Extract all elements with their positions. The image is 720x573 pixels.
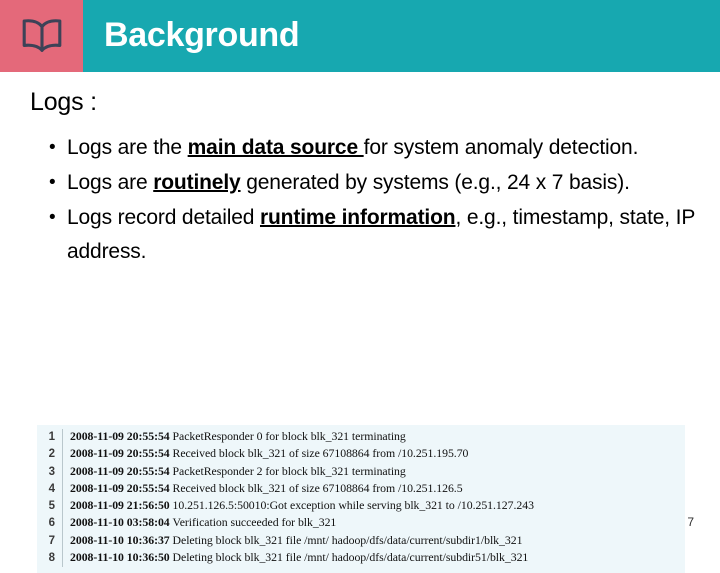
log-row: 4 2008-11-09 20:55:54 Received block blk_… xyxy=(37,480,685,499)
log-timestamp: 2008-11-09 21:56:50 xyxy=(70,498,173,513)
plain-phrase: Logs are the xyxy=(67,136,188,159)
log-line-number: 1 xyxy=(48,431,55,443)
log-row: 2 2008-11-09 20:55:54 Received block blk_… xyxy=(37,446,685,464)
log-message: Received block blk_321 of size 67108864 … xyxy=(172,446,469,461)
plain-phrase: Logs record detailed xyxy=(67,206,260,229)
bullet-marker-icon: • xyxy=(49,207,56,228)
log-line-number: 5 xyxy=(48,500,55,513)
log-entry-text: 2008-11-09 21:56:50 10.251.126.5:50010:G… xyxy=(70,498,685,513)
log-sample-table: 1 2008-11-09 20:55:54 PacketResponder 0 f… xyxy=(37,425,685,573)
log-timestamp: 2008-11-10 03:58:04 xyxy=(70,515,173,530)
header-band: Background xyxy=(83,0,720,72)
log-entry-text: 2008-11-09 20:55:54 PacketResponder 2 fo… xyxy=(70,464,685,479)
log-column-divider xyxy=(62,446,63,464)
bullet-marker-icon: • xyxy=(49,172,56,193)
log-line-number: 4 xyxy=(48,482,55,495)
log-message: Received block blk_321 of size 67108864 … xyxy=(172,480,463,495)
log-column-divider xyxy=(62,463,63,481)
log-entry-text: 2008-11-10 10:36:50 Deleting block blk_3… xyxy=(70,550,685,565)
log-row: 8 2008-11-10 10:36:50 Deleting block blk_… xyxy=(37,550,685,568)
emphasized-phrase: runtime information xyxy=(259,206,456,229)
log-row: 6 2008-11-10 03:58:04 Verification succee… xyxy=(37,515,685,533)
plain-phrase: Logs are xyxy=(67,171,154,194)
log-timestamp: 2008-11-10 10:36:50 xyxy=(70,550,173,565)
log-entry-text: 2008-11-09 20:55:54 PacketResponder 0 fo… xyxy=(70,429,685,444)
log-row: 5 2008-11-09 21:56:50 10.251.126.5:50010:… xyxy=(37,498,685,516)
lead-label: Logs : xyxy=(30,88,97,116)
log-line-number: 7 xyxy=(48,534,55,547)
list-item: • Logs are routinely generated by system… xyxy=(30,166,702,200)
emphasized-phrase: main data source xyxy=(187,136,364,159)
log-column-divider xyxy=(62,498,63,516)
header-icon-box xyxy=(0,0,83,72)
page-title: Background xyxy=(104,16,300,54)
log-message: PacketResponder 0 for block blk_321 term… xyxy=(172,429,406,443)
log-message: PacketResponder 2 for block blk_321 term… xyxy=(172,463,406,478)
log-entry-text: 2008-11-10 10:36:37 Deleting block blk_3… xyxy=(70,533,685,548)
plain-phrase: for system anomaly detection. xyxy=(363,136,639,159)
log-row: 3 2008-11-09 20:55:54 PacketResponder 2 f… xyxy=(37,463,685,481)
log-row: 7 2008-11-10 10:36:37 Deleting block blk_… xyxy=(37,532,685,551)
log-entry-text: 2008-11-10 03:58:04 Verification succeed… xyxy=(70,515,685,530)
slide-header: Background xyxy=(0,0,720,72)
plain-phrase: generated by systems (e.g., 24 x 7 basis… xyxy=(240,171,630,194)
log-timestamp: 2008-11-09 20:55:54 xyxy=(70,446,173,461)
log-message: Verification succeeded for blk_321 xyxy=(172,515,337,530)
emphasized-phrase: routinely xyxy=(153,171,241,194)
log-line-number: 3 xyxy=(48,465,55,478)
log-row: 1 2008-11-09 20:55:54 PacketResponder 0 f… xyxy=(37,429,685,447)
log-timestamp: 2008-11-09 20:55:54 xyxy=(70,463,173,478)
log-entry-text: 2008-11-09 20:55:54 Received block blk_3… xyxy=(70,481,685,496)
list-item: • Logs record detailed runtime informati… xyxy=(30,201,702,269)
log-line-number: 2 xyxy=(48,448,55,461)
bullet-text: Logs record detailed runtime information… xyxy=(67,201,702,269)
log-column-divider xyxy=(62,515,63,533)
open-book-icon xyxy=(20,17,64,55)
log-timestamp: 2008-11-09 20:55:54 xyxy=(70,429,173,443)
log-line-number: 8 xyxy=(48,552,55,565)
plain-phrase: , e.g., timestamp, state, IP address. xyxy=(67,206,695,263)
log-entry-text: 2008-11-09 20:55:54 Received block blk_3… xyxy=(70,446,685,461)
list-item: • Logs are the main data source for syst… xyxy=(30,131,702,165)
log-line-number: 6 xyxy=(48,517,55,530)
log-column-divider xyxy=(62,480,63,499)
bullet-list: • Logs are the main data source for syst… xyxy=(30,131,702,270)
log-column-divider xyxy=(62,532,63,551)
log-message: Deleting block blk_321 file /mnt/ hadoop… xyxy=(172,550,529,565)
bullet-marker-icon: • xyxy=(49,137,56,158)
log-timestamp: 2008-11-09 20:55:54 xyxy=(70,480,173,495)
log-message: 10.251.126.5:50010:Got exception while s… xyxy=(172,498,534,513)
bullet-text: Logs are routinely generated by systems … xyxy=(67,166,702,200)
page-number: 7 xyxy=(687,515,694,529)
log-column-divider xyxy=(62,429,63,447)
log-column-divider xyxy=(62,550,63,568)
bullet-text: Logs are the main data source for system… xyxy=(67,131,702,165)
